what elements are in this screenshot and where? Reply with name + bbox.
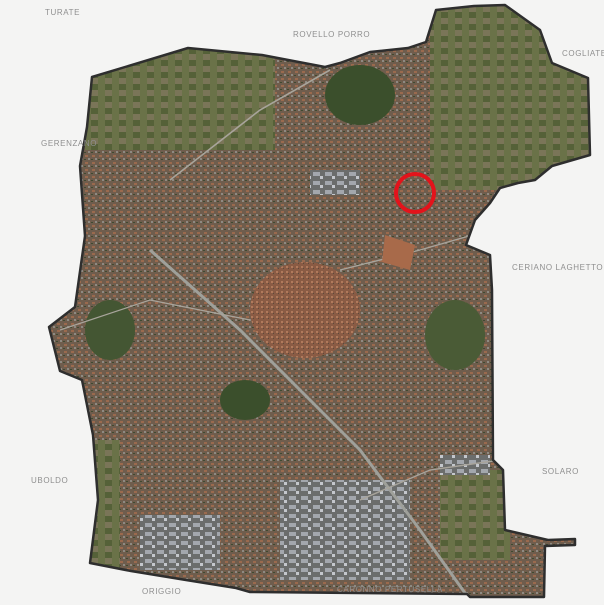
fields-northwest — [85, 40, 275, 150]
main-road-east — [339, 229, 491, 271]
park-north — [325, 65, 395, 125]
industrial-southwest — [140, 515, 220, 570]
label-uboldo: UBOLDO — [31, 476, 69, 485]
industrial-south — [280, 480, 410, 580]
location-marker[interactable] — [394, 172, 436, 214]
fields-southeast — [440, 470, 510, 560]
label-solaro: SOLARO — [542, 467, 579, 476]
park-west — [85, 300, 135, 360]
railway — [149, 248, 472, 597]
label-gerenzano: GERENZANO — [41, 139, 98, 148]
park-east — [425, 300, 485, 370]
fields-northeast — [430, 5, 590, 190]
park-center-south — [220, 380, 270, 420]
label-cogliate: COGLIATE — [562, 49, 604, 58]
historic-center — [250, 262, 360, 358]
label-turate: TURATE — [45, 8, 81, 17]
main-road-southeast — [359, 459, 501, 501]
main-road-north — [169, 69, 331, 181]
label-rovello-porro: ROVELLO PORRO — [293, 30, 371, 39]
main-road-west — [59, 299, 251, 331]
industrial-north — [310, 170, 360, 195]
label-ceriano-laghetto: CERIANO LAGHETTO — [512, 263, 604, 272]
label-caronno-pertusella: CARONNO PERTUSELLA — [337, 585, 443, 594]
label-origgio: ORIGGIO — [142, 587, 182, 596]
orange-sports-field — [382, 235, 415, 270]
fields-southwest — [80, 440, 120, 570]
